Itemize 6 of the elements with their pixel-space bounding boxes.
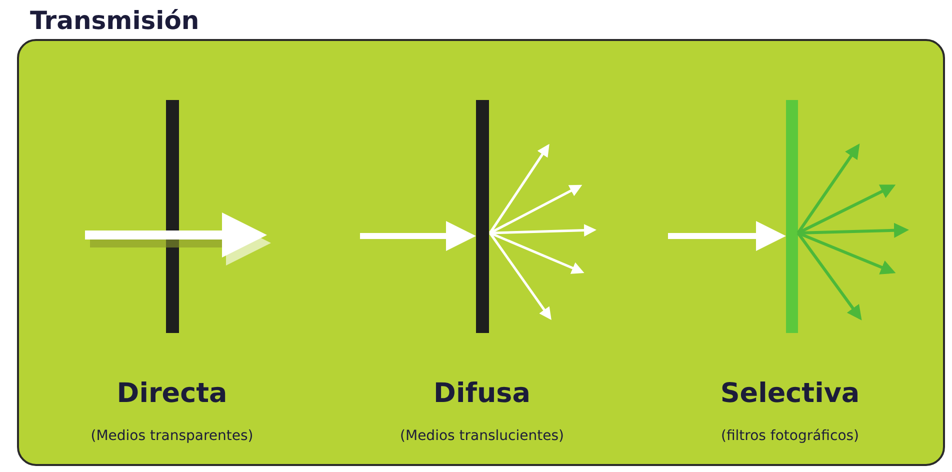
subtitle: (Medios translucientes): [400, 428, 564, 444]
heading: Selectiva: [720, 378, 860, 409]
heading: Difusa: [434, 378, 530, 409]
heading: Directa: [116, 378, 228, 409]
subtitle: (Medios transparentes): [90, 428, 254, 444]
subtitle: (filtros fotográficos): [720, 428, 860, 444]
